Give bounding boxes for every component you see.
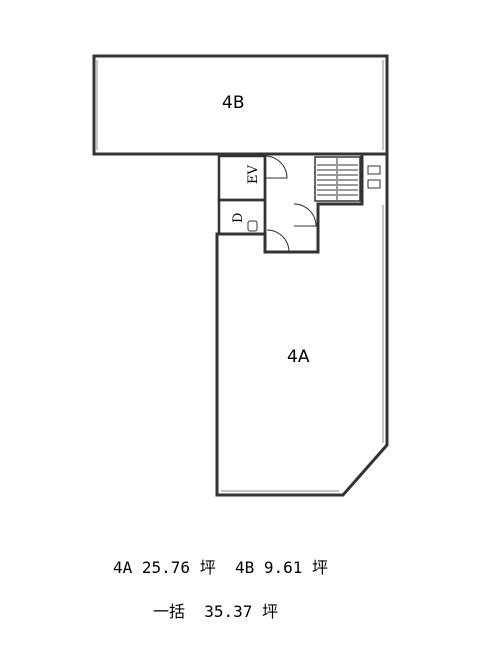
unit-4a: 4A (215, 152, 389, 497)
area-summary-line2: 一括 35.37 坪 (153, 602, 279, 621)
vent-top (367, 165, 381, 175)
vent-bottom (367, 179, 381, 189)
area-summary-line1: 4A 25.76 坪 4B 9.61 坪 (113, 558, 329, 577)
floor-plan: 4B EV D (92, 54, 389, 497)
unit-4b-label: 4B (222, 93, 244, 113)
restroom-label: D (231, 213, 246, 223)
toilet-icon (247, 220, 258, 232)
door-arc-right (293, 203, 317, 227)
door-arc-lower (266, 229, 290, 253)
door-arc-ev (264, 155, 288, 179)
unit-4b: 4B (92, 54, 389, 156)
stairs (314, 156, 361, 202)
elevator-label: EV (246, 165, 261, 184)
unit-4a-label: 4A (287, 347, 310, 367)
